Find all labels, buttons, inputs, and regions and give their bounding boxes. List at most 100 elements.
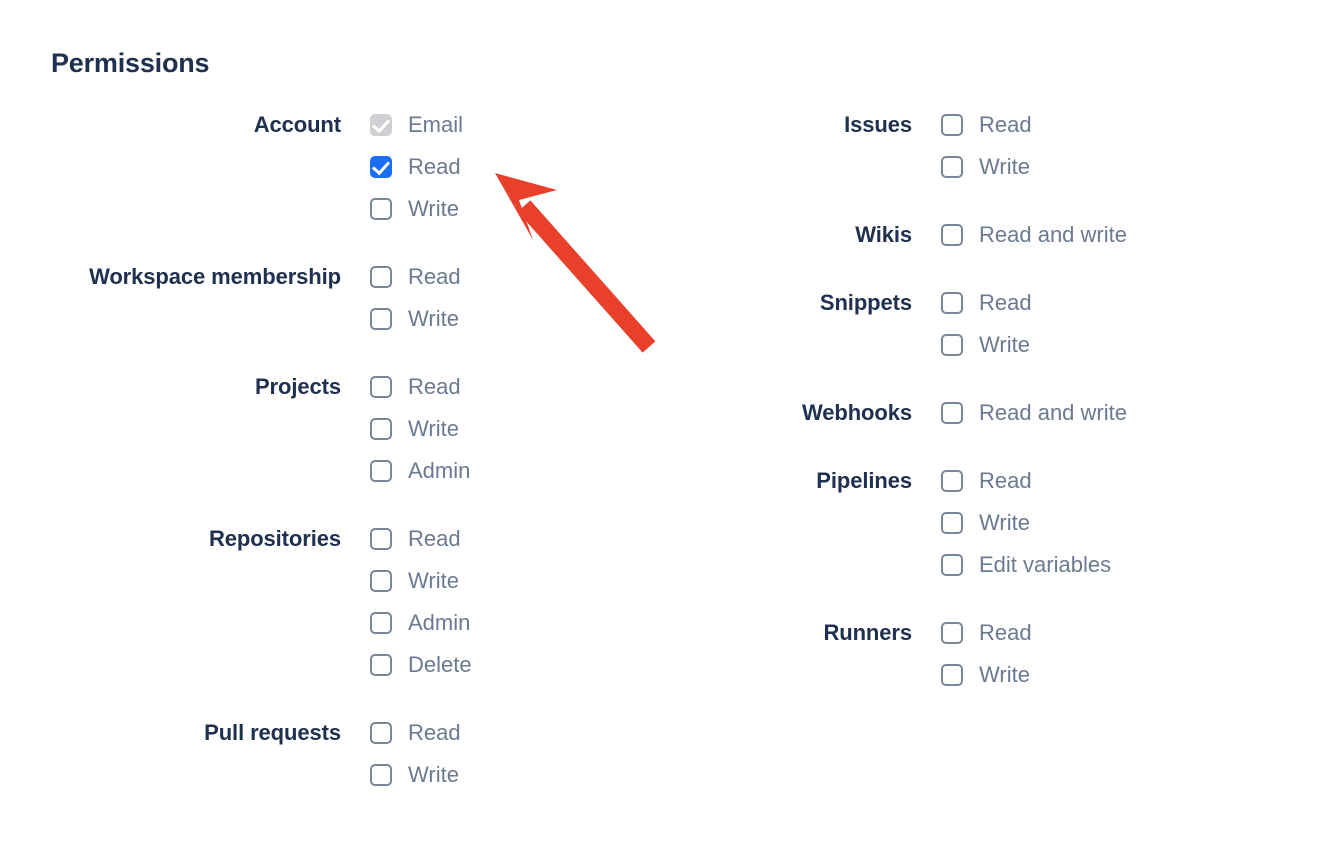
permission-group-label: Repositories (208, 526, 341, 551)
permission-option-row[interactable]: Admin (370, 602, 560, 644)
page-title: Permissions (51, 48, 210, 78)
permission-options: Read and write (941, 214, 1190, 256)
checkbox-label: Read (979, 620, 1032, 645)
permission-option-row[interactable]: Write (370, 408, 560, 450)
checkbox-write[interactable] (941, 512, 963, 534)
checkbox-label: Read (979, 290, 1032, 315)
checkbox-write[interactable] (941, 664, 963, 686)
checkbox-label: Read (408, 264, 461, 289)
permission-option-row[interactable]: Write (370, 560, 560, 602)
permission-option-row[interactable]: Email (370, 104, 560, 146)
permission-option-row[interactable]: Read (941, 612, 1190, 654)
checkbox-label: Delete (408, 652, 472, 677)
permission-option-row[interactable]: Write (370, 188, 560, 230)
checkbox-label: Read (408, 374, 461, 399)
checkbox-label: Admin (408, 458, 471, 483)
checkbox-label: Edit variables (979, 552, 1112, 577)
permission-option-row[interactable]: Read (370, 366, 560, 408)
checkbox-label: Admin (408, 610, 471, 635)
permission-options: Read and write (941, 392, 1190, 434)
permission-option-row[interactable]: Delete (370, 644, 560, 686)
checkbox-read[interactable] (941, 622, 963, 644)
checkbox-label: Write (408, 306, 459, 331)
checkbox-write[interactable] (941, 334, 963, 356)
checkbox-label: Read (408, 720, 461, 745)
checkbox-label: Write (979, 510, 1030, 535)
checkbox-edit-variables[interactable] (941, 554, 963, 576)
checkbox-write[interactable] (941, 156, 963, 178)
permission-group-label: Webhooks (801, 400, 912, 425)
permission-option-row[interactable]: Read and write (941, 214, 1190, 256)
permission-group-label: Pipelines (816, 468, 912, 493)
permission-option-row[interactable]: Read (370, 518, 560, 560)
checkbox-read[interactable] (370, 528, 392, 550)
permission-option-row[interactable]: Read (370, 146, 560, 188)
checkbox-write[interactable] (370, 198, 392, 220)
checkbox-read[interactable] (370, 156, 392, 178)
checkbox-label: Write (408, 762, 459, 787)
checkbox-label: Read (979, 112, 1032, 137)
permission-option-row[interactable]: Read (370, 712, 560, 754)
permission-option-row[interactable]: Read (941, 104, 1190, 146)
checkbox-email (370, 114, 392, 136)
permission-option-row[interactable]: Admin (370, 450, 560, 492)
checkbox-delete[interactable] (370, 654, 392, 676)
checkbox-label: Read (979, 468, 1032, 493)
checkbox-label: Write (408, 196, 459, 221)
checkbox-write[interactable] (370, 570, 392, 592)
checkbox-read[interactable] (941, 114, 963, 136)
permission-option-row[interactable]: Write (370, 754, 560, 796)
permission-group-label: Runners (823, 620, 912, 645)
checkbox-write[interactable] (370, 308, 392, 330)
checkbox-admin[interactable] (370, 460, 392, 482)
permission-group-label: Wikis (855, 222, 912, 247)
checkbox-label: Read and write (979, 400, 1127, 425)
permission-option-row[interactable]: Edit variables (941, 544, 1190, 586)
checkbox-read[interactable] (370, 266, 392, 288)
permission-option-row[interactable]: Write (941, 502, 1190, 544)
permission-option-row[interactable]: Write (941, 324, 1190, 366)
permission-group-label: Pull requests (204, 720, 341, 745)
checkbox-read[interactable] (370, 376, 392, 398)
permission-option-row[interactable]: Write (941, 654, 1190, 696)
checkbox-label: Read (408, 154, 461, 179)
checkbox-label: Write (408, 568, 459, 593)
permission-option-row[interactable]: Write (941, 146, 1190, 188)
permission-group-label: Issues (844, 112, 912, 137)
permission-option-row[interactable]: Read (941, 460, 1190, 502)
checkbox-read[interactable] (941, 470, 963, 492)
checkbox-write[interactable] (370, 418, 392, 440)
checkbox-read[interactable] (370, 722, 392, 744)
checkbox-label: Write (979, 154, 1030, 179)
checkbox-label: Read and write (979, 222, 1127, 247)
permission-option-row[interactable]: Read (370, 256, 560, 298)
permission-option-row[interactable]: Read (941, 282, 1190, 324)
checkmark-icon (371, 114, 391, 134)
checkbox-read-and-write[interactable] (941, 402, 963, 424)
checkbox-read[interactable] (941, 292, 963, 314)
permission-group: Webhooks Read and write (570, 392, 1190, 434)
checkbox-write[interactable] (370, 764, 392, 786)
checkbox-admin[interactable] (370, 612, 392, 634)
permission-group-label: Projects (254, 374, 341, 399)
checkbox-read-and-write[interactable] (941, 224, 963, 246)
permission-option-row[interactable]: Write (370, 298, 560, 340)
permission-option-row[interactable]: Read and write (941, 392, 1190, 434)
